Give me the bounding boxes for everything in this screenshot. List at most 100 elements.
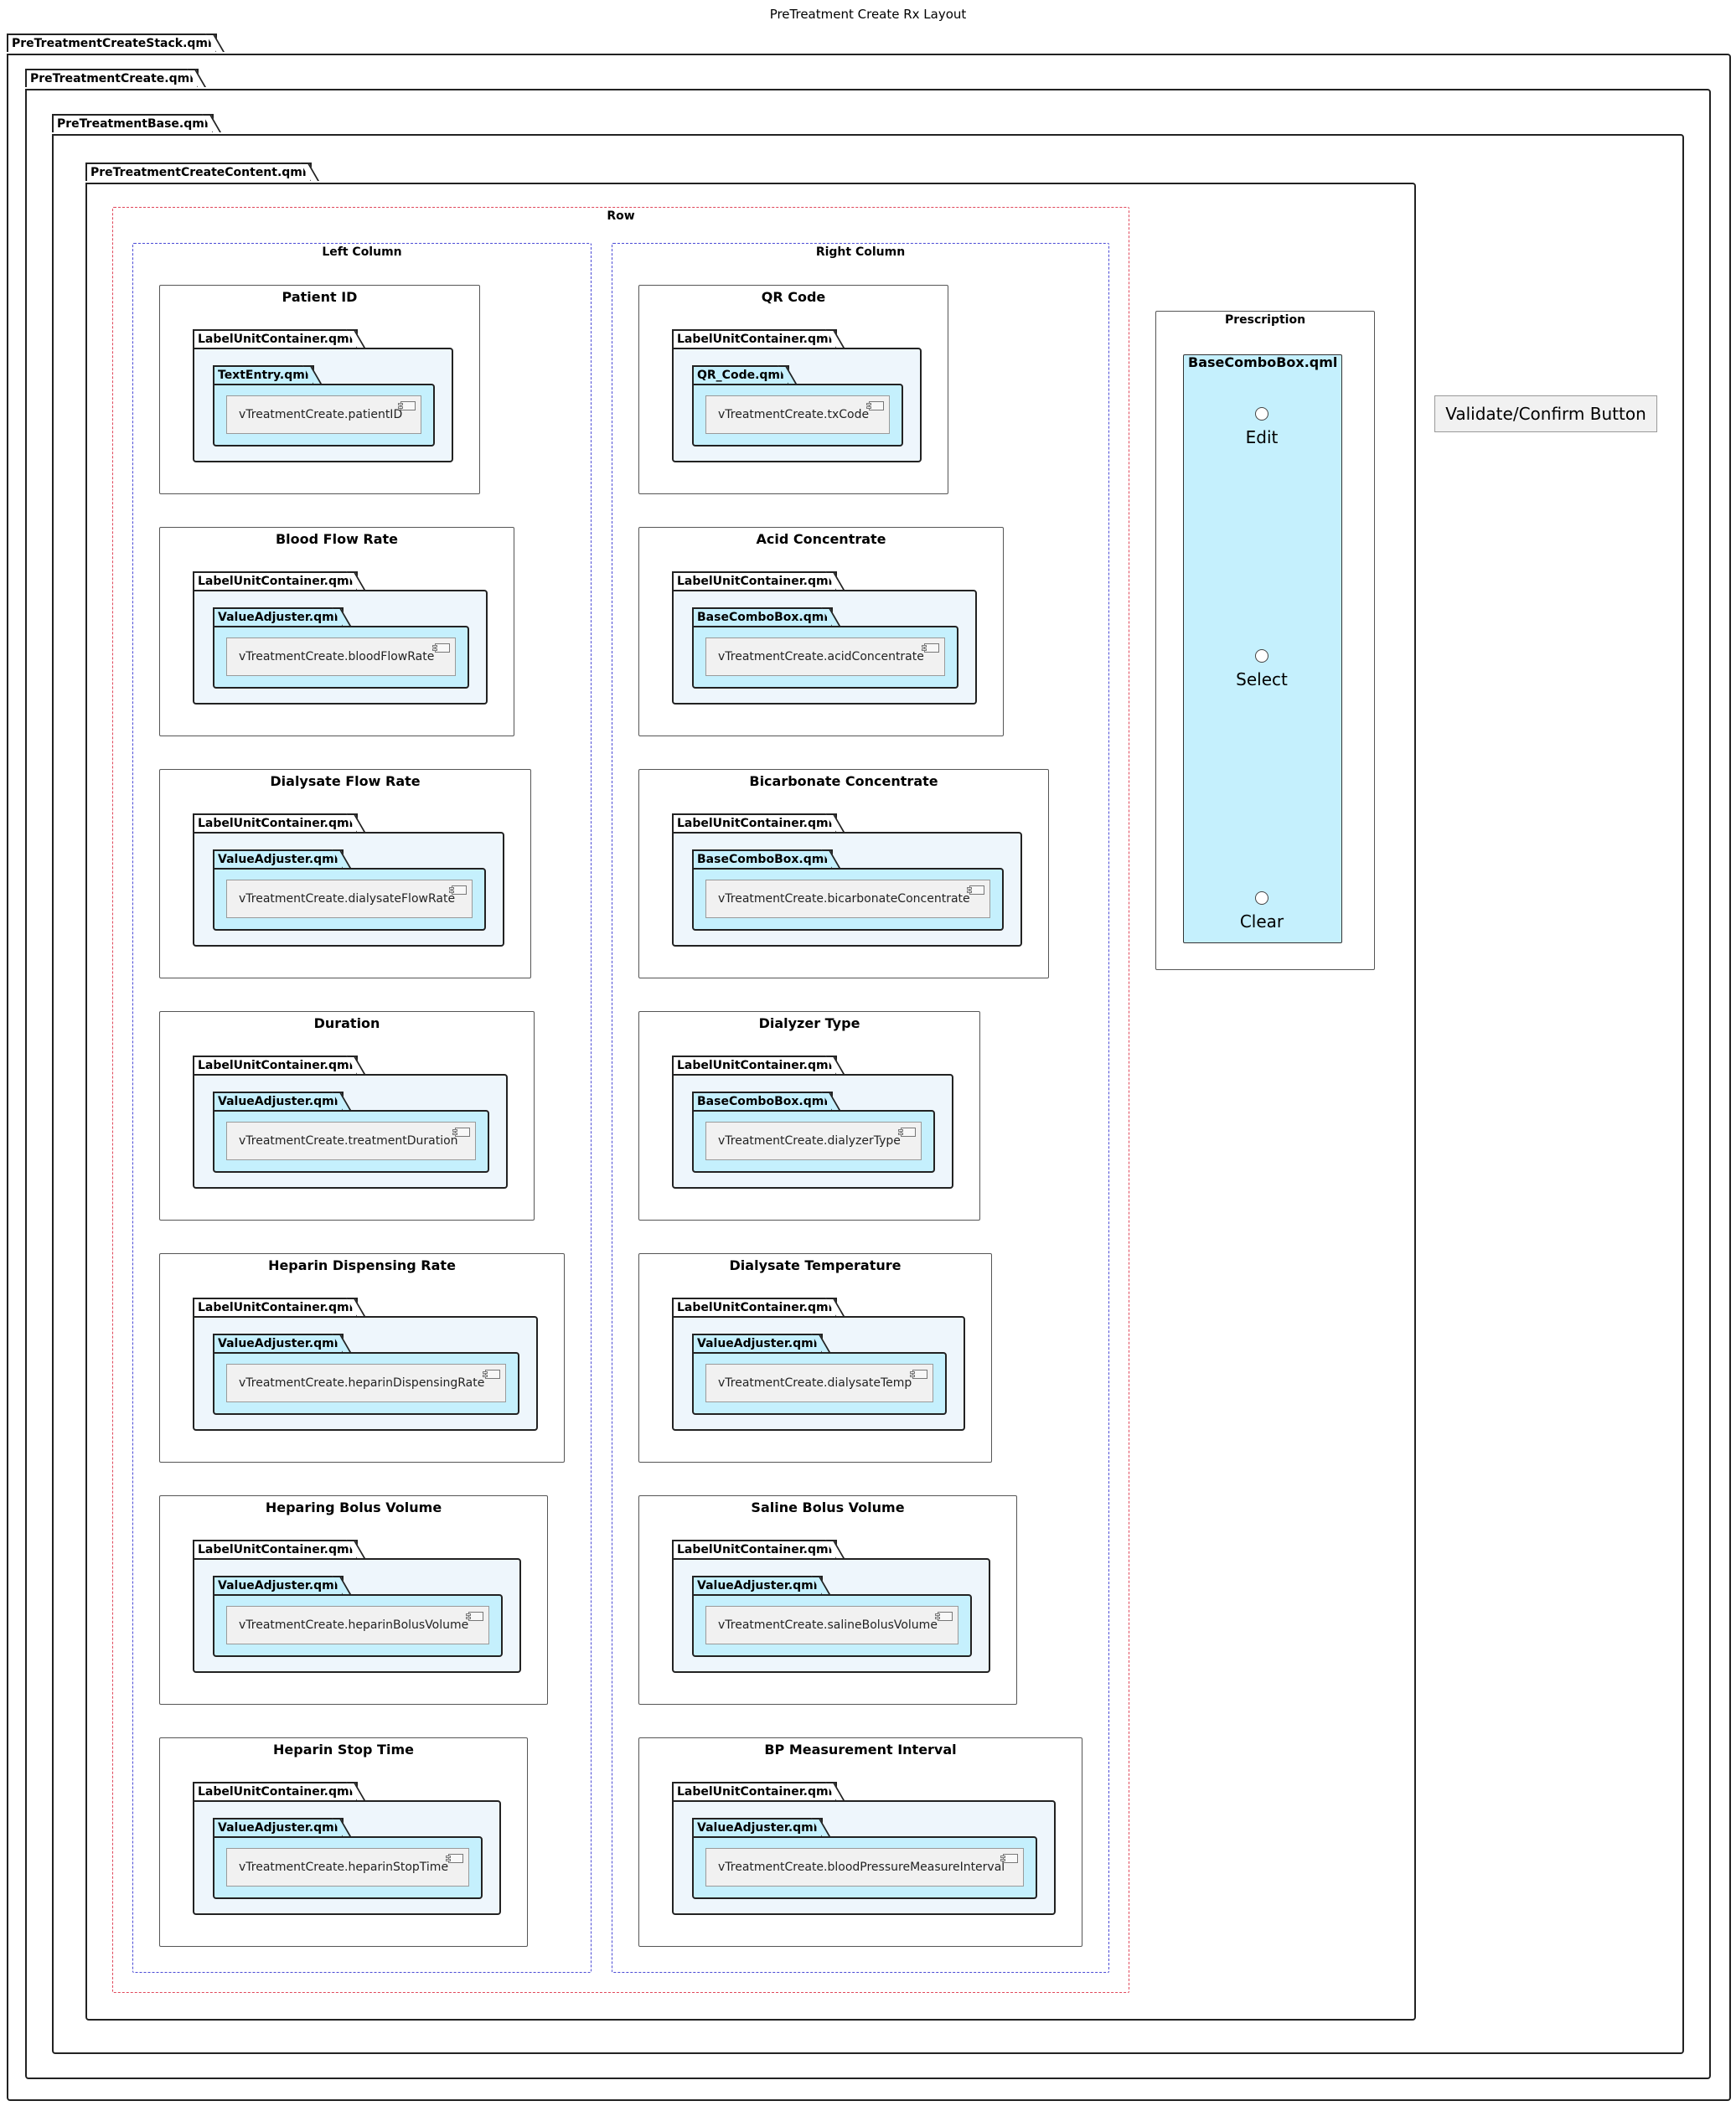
left-group-4-title: Heparin Dispensing Rate <box>268 1257 456 1273</box>
content-package <box>85 183 1416 2021</box>
component-icon <box>910 1370 927 1379</box>
right-group-0-property-component: vTreatmentCreate.txCode <box>705 395 890 434</box>
left-group-1-widget-label: ValueAdjuster.qml <box>218 611 338 624</box>
left-group-2-container-label: LabelUnitContainer.qml <box>198 817 354 830</box>
right-group-6-widget-tab: ValueAdjuster.qml <box>692 1818 823 1836</box>
right-group-4-property-component: vTreatmentCreate.dialysateTemp <box>705 1364 933 1402</box>
right-group-0-container-tab: LabelUnitContainer.qml <box>672 329 838 348</box>
right-group-4-property-text: vTreatmentCreate.dialysateTemp <box>718 1376 912 1390</box>
left-group-1-title: Blood Flow Rate <box>275 531 399 547</box>
left-group-5-property-text: vTreatmentCreate.heparinBolusVolume <box>239 1618 469 1632</box>
left-group-5-title: Heparing Bolus Volume <box>265 1499 442 1515</box>
component-icon <box>483 1370 500 1379</box>
left-group-5-container-label: LabelUnitContainer.qml <box>198 1543 354 1556</box>
base-package-label: PreTreatmentBase.qml <box>57 117 209 131</box>
left-group-5-container-tab: LabelUnitContainer.qml <box>193 1540 359 1558</box>
clear-option-radio[interactable] <box>1255 891 1268 905</box>
left-group-2-container-tab: LabelUnitContainer.qml <box>193 813 359 832</box>
left-group-3-container-label: LabelUnitContainer.qml <box>198 1059 354 1072</box>
create-package-tab: PreTreatmentCreate.qml <box>25 69 199 87</box>
right-group-6-container-tab: LabelUnitContainer.qml <box>672 1782 838 1800</box>
right-group-6-widget-label: ValueAdjuster.qml <box>697 1821 818 1835</box>
edit-option-radio[interactable] <box>1255 407 1268 421</box>
left-group-2-widget-label: ValueAdjuster.qml <box>218 853 338 866</box>
right-group-0-widget-tab: QR_Code.qml <box>692 365 789 384</box>
stack-package-label: PreTreatmentCreateStack.qml <box>12 37 212 50</box>
stack-package-tab: PreTreatmentCreateStack.qml <box>7 34 217 52</box>
right-group-1-widget-tab: BaseComboBox.qml <box>692 607 834 626</box>
select-option-radio[interactable] <box>1255 649 1268 663</box>
left-group-6-property-text: vTreatmentCreate.heparinStopTime <box>239 1861 449 1874</box>
row-label: Row <box>607 209 635 223</box>
left-group-4-container-label: LabelUnitContainer.qml <box>198 1301 354 1314</box>
component-icon <box>452 1128 470 1137</box>
component-icon <box>866 401 884 410</box>
prescription-combobox[interactable] <box>1183 354 1342 943</box>
right-group-4-widget-tab: ValueAdjuster.qml <box>692 1334 823 1352</box>
left-group-6-title: Heparin Stop Time <box>273 1742 414 1758</box>
right-group-4-container-label: LabelUnitContainer.qml <box>677 1301 833 1314</box>
left-group-1-property-component: vTreatmentCreate.bloodFlowRate <box>226 637 456 676</box>
component-icon <box>432 643 450 653</box>
right-group-3-property-component: vTreatmentCreate.dialyzerType <box>705 1122 922 1160</box>
right-column: Right Column <box>612 243 1109 1973</box>
base-package <box>52 134 1684 2054</box>
component-icon <box>446 1854 463 1863</box>
clear-option-label: Clear <box>1239 911 1284 932</box>
right-group-5-container-label: LabelUnitContainer.qml <box>677 1543 833 1556</box>
left-group-0-widget-label: TextEntry.qml <box>218 369 309 382</box>
right-column-label: Right Column <box>815 245 906 259</box>
right-group-0-container-label: LabelUnitContainer.qml <box>677 333 833 346</box>
left-group-1-widget-tab: ValueAdjuster.qml <box>213 607 344 626</box>
component-icon <box>898 1128 916 1137</box>
left-group-0-property-component: vTreatmentCreate.patientID <box>226 395 421 434</box>
left-group-3-container-tab: LabelUnitContainer.qml <box>193 1056 359 1074</box>
left-group-2-title: Dialysate Flow Rate <box>270 773 421 789</box>
component-icon <box>922 643 939 653</box>
left-group-1-container-label: LabelUnitContainer.qml <box>198 575 354 588</box>
left-group-2-property-component: vTreatmentCreate.dialysateFlowRate <box>226 880 473 918</box>
right-group-0-title: QR Code <box>761 289 826 305</box>
component-icon <box>935 1612 953 1621</box>
left-group-3-property-component: vTreatmentCreate.treatmentDuration <box>226 1122 476 1160</box>
left-group-0-property-text: vTreatmentCreate.patientID <box>239 408 403 421</box>
component-icon <box>1000 1854 1018 1863</box>
right-group-2-widget-label: BaseComboBox.qml <box>697 853 829 866</box>
left-group-3-widget-label: ValueAdjuster.qml <box>218 1095 338 1108</box>
component-icon <box>398 401 416 410</box>
left-group-5-widget-label: ValueAdjuster.qml <box>218 1579 338 1592</box>
right-group-6-property-component: vTreatmentCreate.bloodPressureMeasureInt… <box>705 1848 1024 1887</box>
right-group-5-container-tab: LabelUnitContainer.qml <box>672 1540 838 1558</box>
row-container: Row <box>112 207 1129 1993</box>
left-group-3-title: Duration <box>313 1015 380 1031</box>
right-group-2-title: Bicarbonate Concentrate <box>749 773 938 789</box>
left-group-6-property-component: vTreatmentCreate.heparinStopTime <box>226 1848 469 1887</box>
prescription-combobox-label: BaseComboBox.qml <box>1188 354 1338 370</box>
prescription-title: Prescription <box>1224 313 1306 327</box>
component-icon <box>967 885 984 895</box>
left-group-2-widget-tab: ValueAdjuster.qml <box>213 849 344 868</box>
right-group-6-container-label: LabelUnitContainer.qml <box>677 1785 833 1799</box>
right-group-6-title: BP Measurement Interval <box>764 1742 957 1758</box>
left-group-6-widget-label: ValueAdjuster.qml <box>218 1821 338 1835</box>
left-group-4-widget-label: ValueAdjuster.qml <box>218 1337 338 1350</box>
right-group-2-widget-tab: BaseComboBox.qml <box>692 849 834 868</box>
right-group-5-widget-label: ValueAdjuster.qml <box>697 1579 818 1592</box>
left-column-label: Left Column <box>322 245 402 259</box>
component-icon <box>466 1612 483 1621</box>
right-group-4-widget-label: ValueAdjuster.qml <box>697 1337 818 1350</box>
right-group-4-title: Dialysate Temperature <box>729 1257 902 1273</box>
left-group-6-container-tab: LabelUnitContainer.qml <box>193 1782 359 1800</box>
right-group-2-property-component: vTreatmentCreate.bicarbonateConcentrate <box>705 880 990 918</box>
left-group-2-property-text: vTreatmentCreate.dialysateFlowRate <box>239 892 456 906</box>
right-group-0-property-text: vTreatmentCreate.txCode <box>718 408 870 421</box>
left-group-1-property-text: vTreatmentCreate.bloodFlowRate <box>239 650 435 663</box>
right-group-1-title: Acid Concentrate <box>756 531 886 547</box>
validate-confirm-button[interactable]: Validate/Confirm Button <box>1434 395 1657 432</box>
right-group-5-property-component: vTreatmentCreate.salineBolusVolume <box>705 1606 958 1644</box>
select-option-label: Select <box>1236 669 1288 689</box>
right-group-3-container-label: LabelUnitContainer.qml <box>677 1059 833 1072</box>
right-group-5-widget-tab: ValueAdjuster.qml <box>692 1576 823 1594</box>
right-group-3-property-text: vTreatmentCreate.dialyzerType <box>718 1134 901 1148</box>
component-icon <box>449 885 467 895</box>
